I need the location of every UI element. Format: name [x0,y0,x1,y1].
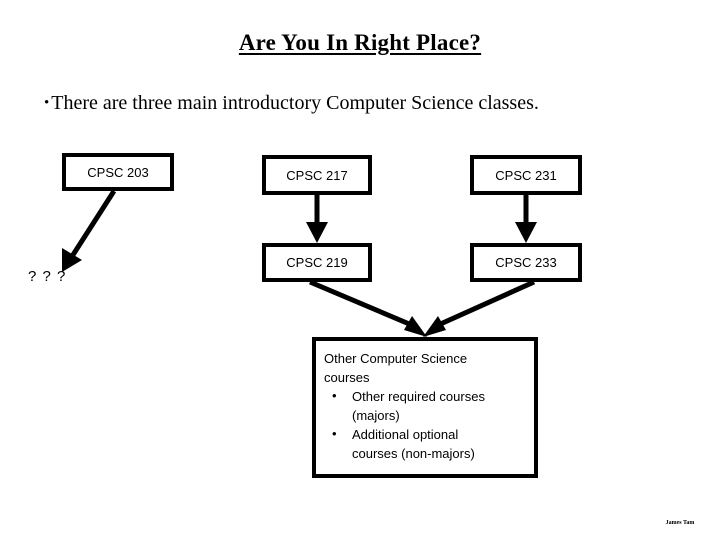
node-other-courses[interactable]: Other Computer Science courses • Other r… [312,337,538,478]
arrow-233-to-other [423,279,536,337]
arrow-231-to-233 [515,195,537,243]
other-courses-heading-line2: courses [324,370,370,385]
bullet-icon: • [332,388,337,403]
node-cpsc-203-label: CPSC 203 [87,164,149,180]
other-courses-item-2-line1: Additional optional [352,427,459,442]
node-cpsc-233-label: CPSC 233 [495,255,557,270]
other-courses-item-2: • Additional optional [324,425,526,444]
bullet-icon: • [44,95,50,111]
node-cpsc-231-label: CPSC 231 [495,167,557,183]
node-cpsc-217-label: CPSC 217 [286,167,348,183]
intro-bullet: •There are three main introductory Compu… [44,92,684,115]
node-cpsc-217[interactable]: CPSC 217 [262,155,372,195]
node-cpsc-219-label: CPSC 219 [286,255,348,270]
other-courses-item-1-line2: (majors) [352,408,400,423]
node-cpsc-203[interactable]: CPSC 203 [62,153,174,191]
node-cpsc-219[interactable]: CPSC 219 [262,243,372,282]
intro-bullet-text: There are three main introductory Comput… [51,92,539,114]
other-courses-item-2-line2: courses (non-majors) [352,446,475,461]
node-cpsc-233[interactable]: CPSC 233 [470,243,582,282]
arrow-203-to-unknown [62,189,117,272]
page-title: Are You In Right Place? [0,30,720,56]
bullet-icon: • [332,426,337,441]
arrow-219-to-other [309,279,427,337]
other-courses-heading-line1: Other Computer Science [324,351,468,366]
other-courses-item-1-line1: Other required courses [352,389,485,404]
footer-credit: James Tam [665,520,695,526]
arrow-217-to-219 [306,195,328,243]
node-cpsc-231[interactable]: CPSC 231 [470,155,582,195]
other-courses-item-1: • Other required courses [324,387,526,406]
page-title-text: Are You In Right Place? [238,30,482,55]
unknown-destination-label: ? ? ? [28,268,67,285]
